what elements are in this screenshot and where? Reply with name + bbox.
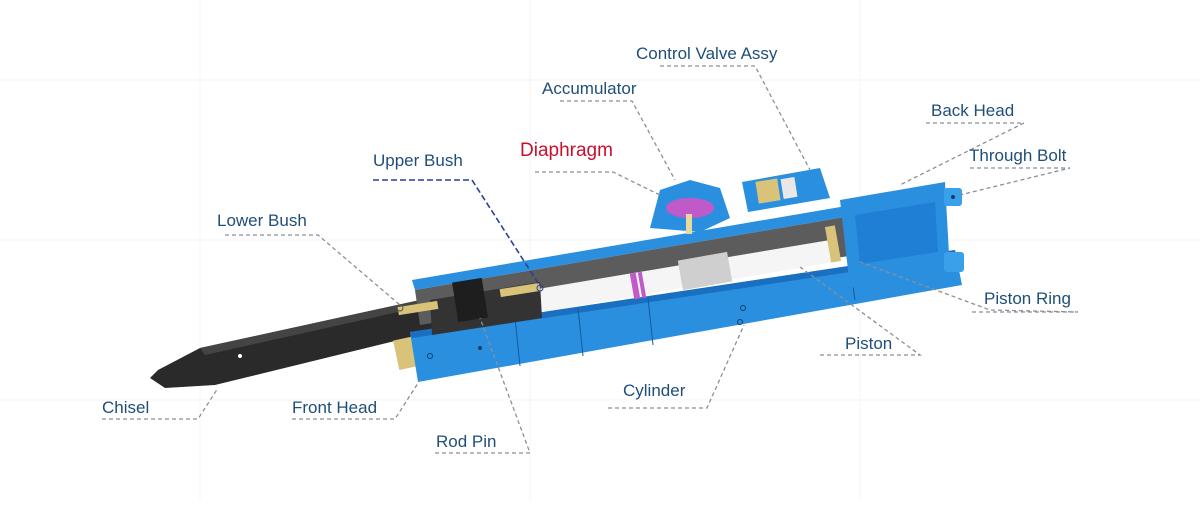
label-diaphragm: Diaphragm <box>520 140 613 161</box>
leader-chisel <box>102 387 219 420</box>
accumulator-part <box>650 180 730 234</box>
front-internals <box>396 277 544 335</box>
leader-back-head <box>899 122 1025 186</box>
label-upper-bush: Upper Bush <box>373 151 463 170</box>
breaker-body <box>410 250 962 382</box>
leader-cylinder <box>608 324 745 409</box>
leader-accumulator <box>560 100 676 181</box>
leader-control-valve <box>660 65 811 171</box>
label-accumulator: Accumulator <box>542 79 637 98</box>
label-back-head: Back Head <box>931 101 1015 120</box>
label-cylinder: Cylinder <box>623 381 686 400</box>
leader-front-head <box>292 379 421 420</box>
leader-lower-bush <box>225 234 401 306</box>
leader-upper-bush <box>373 179 541 287</box>
leader-piston-ring <box>859 261 1079 313</box>
label-control-valve-assy: Control Valve Assy <box>636 44 778 63</box>
through-bolts <box>944 188 964 272</box>
label-chisel: Chisel <box>102 398 150 417</box>
label-piston: Piston <box>845 334 893 353</box>
leader-rod-pin <box>435 317 531 454</box>
leader-lines <box>102 65 1079 454</box>
upper-shell <box>412 182 950 325</box>
leader-piston <box>799 266 922 356</box>
label-front-head: Front Head <box>292 398 378 417</box>
leader-diaphragm <box>535 171 663 197</box>
label-lower-bush: Lower Bush <box>217 211 307 230</box>
control-valve-part <box>742 168 830 212</box>
label-piston-ring: Piston Ring <box>984 289 1071 308</box>
label-through-bolt: Through Bolt <box>969 146 1067 165</box>
chisel-part <box>150 300 440 388</box>
leader-through-bolt <box>959 167 1071 196</box>
label-rod-pin: Rod Pin <box>436 432 497 451</box>
